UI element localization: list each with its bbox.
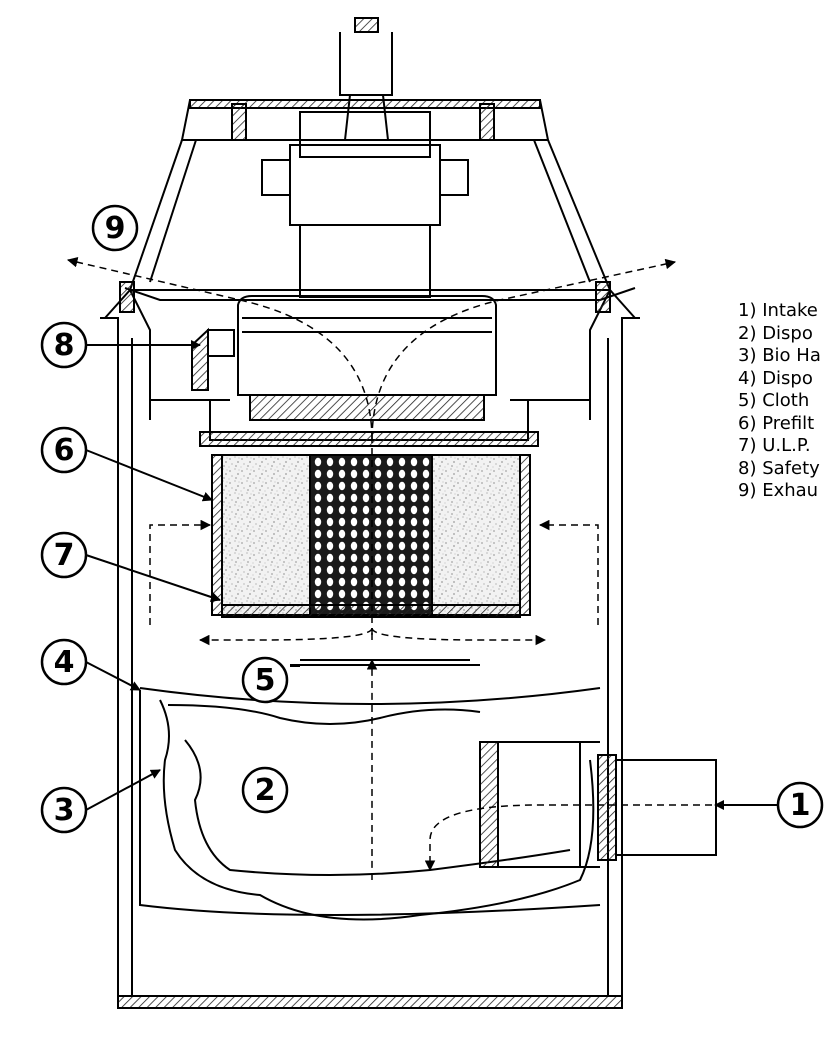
airflow-paths	[66, 257, 712, 880]
canister-body	[100, 317, 640, 1009]
callout-label-7: 7	[54, 538, 75, 573]
motor-lid	[128, 17, 612, 298]
leader-lines	[85, 340, 785, 811]
disposable-bag	[139, 687, 601, 921]
callout-1: 1	[776, 781, 824, 829]
callout-label-9: 9	[105, 211, 126, 246]
callout-label-5: 5	[255, 663, 276, 698]
callout-7: 7	[40, 531, 88, 579]
callout-5: 5	[241, 656, 289, 704]
callout-label-8: 8	[54, 328, 75, 363]
filter-assembly	[211, 454, 531, 618]
parts-legend: 1) Intake 2) Dispo 3) Bio Ha 4) Dispo 5)…	[738, 300, 834, 503]
legend-item-9: 9) Exhau	[738, 480, 819, 501]
callout-label-1: 1	[790, 788, 811, 823]
legend-item-5: 5) Cloth	[738, 390, 810, 411]
legend-item-8: 8) Safety	[738, 457, 820, 479]
callout-label-3: 3	[54, 793, 75, 828]
motor-fan-unit	[199, 295, 539, 447]
callout-label-6: 6	[54, 433, 75, 468]
cloth-filter	[290, 659, 480, 666]
legend-item-1: 1) Intake	[738, 300, 818, 321]
legend-item-3: 3) Bio Ha	[738, 345, 821, 366]
callout-4: 4	[40, 638, 88, 686]
legend-item-7: 7) U.L.P.	[738, 435, 811, 456]
lid-rim	[104, 281, 636, 420]
callout-2: 2	[241, 766, 289, 814]
safety-device	[191, 327, 235, 391]
callout-8: 8	[40, 321, 88, 369]
legend-item-4: 4) Dispo	[738, 367, 813, 389]
legend-item-6: 6) Prefilt	[738, 412, 815, 434]
callout-label-2: 2	[255, 773, 276, 808]
callout-label-4: 4	[54, 645, 75, 680]
callout-9: 9	[91, 204, 139, 252]
callout-6: 6	[40, 426, 88, 474]
legend-item-2: 2) Dispo	[738, 322, 813, 344]
callout-3: 3	[40, 786, 88, 834]
